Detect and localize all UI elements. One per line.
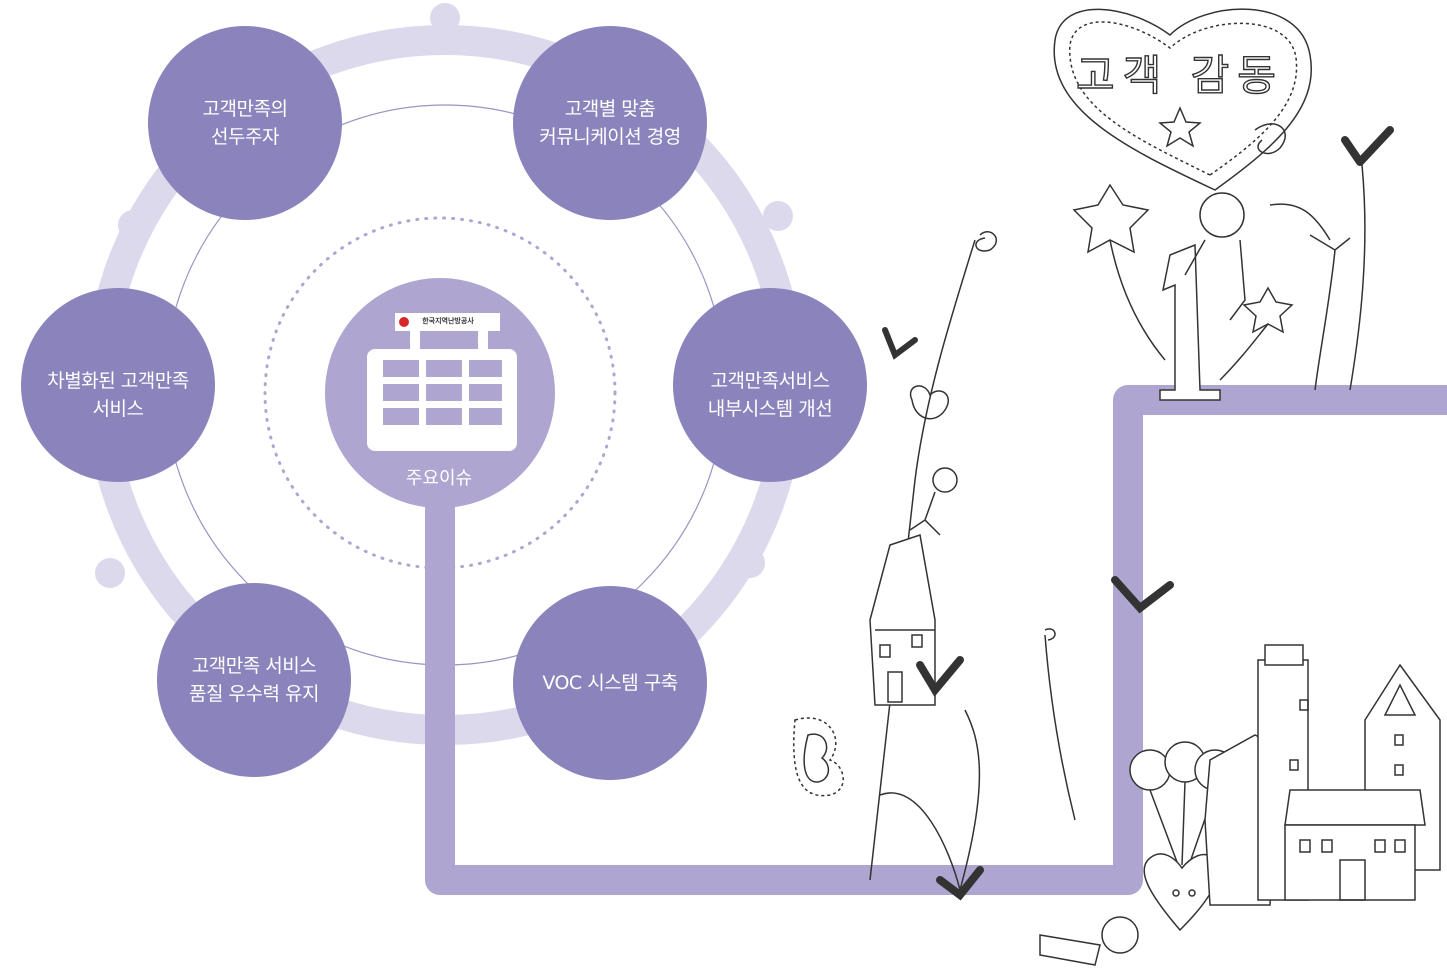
- label-line: 고객만족 서비스: [189, 652, 319, 680]
- label-line: 품질 우수력 유지: [189, 680, 319, 708]
- label-line: VOC 시스템 구축: [542, 669, 677, 697]
- label-differentiated: 차별화된 고객만족 서비스: [47, 367, 188, 423]
- center-label: 주요이슈: [406, 464, 472, 490]
- label-internal-system: 고객만족서비스 내부시스템 개선: [708, 367, 832, 423]
- label-line: 차별화된 고객만족: [47, 367, 188, 395]
- label-line: 고객만족서비스: [708, 367, 832, 395]
- company-logo-text: 한국지역난방공사: [422, 316, 474, 326]
- label-quality: 고객만족 서비스 품질 우수력 유지: [189, 652, 319, 708]
- label-line: 내부시스템 개선: [708, 395, 832, 423]
- label-line: 고객별 맞춤: [539, 95, 680, 123]
- label-line: 커뮤니케이션 경영: [539, 123, 680, 151]
- label-line: 고객만족의: [203, 95, 288, 123]
- label-line: 서비스: [47, 395, 188, 423]
- boy-head-icon: [1200, 193, 1244, 237]
- label-voc: VOC 시스템 구축: [542, 669, 677, 697]
- heart-sign-text: 고객 감동: [1076, 51, 1284, 100]
- label-custom-comm: 고객별 맞춤 커뮤니케이션 경영: [539, 95, 680, 151]
- label-leader: 고객만족의 선두주자: [203, 95, 288, 151]
- number-one-icon: [1160, 245, 1220, 400]
- label-line: 선두주자: [203, 123, 288, 151]
